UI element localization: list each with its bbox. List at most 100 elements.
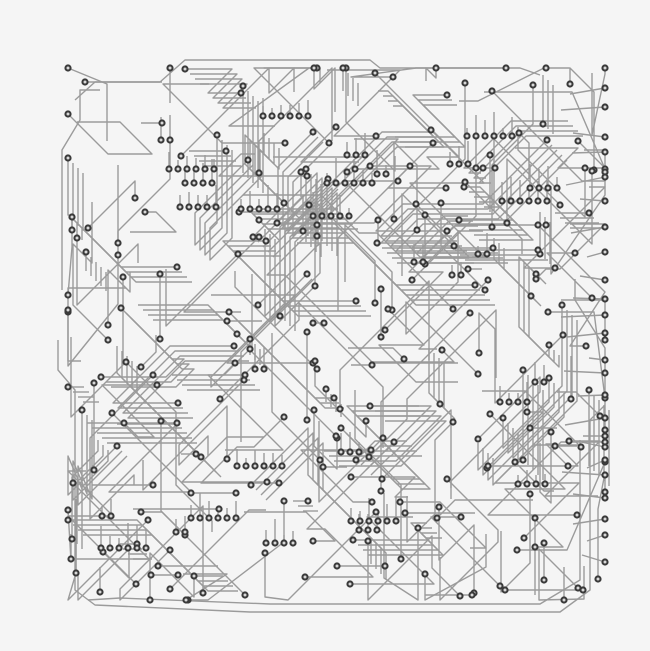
solder-pad (72, 569, 80, 577)
circuit-trace (345, 68, 396, 172)
solder-pad (484, 462, 492, 470)
solder-pad (449, 305, 457, 313)
solder-pad (261, 549, 269, 557)
circuit-trace (367, 535, 461, 601)
circuit-trace (70, 277, 124, 418)
solder-pad (371, 299, 379, 307)
solder-pad (64, 506, 72, 514)
circuit-trace (492, 320, 578, 486)
solder-pad (601, 438, 609, 446)
solder-pad (383, 517, 391, 525)
solder-pad (90, 379, 98, 387)
circuit-trace (380, 144, 553, 237)
circuit-trace (365, 450, 417, 471)
circuit-trace (339, 280, 430, 409)
solder-pad (543, 197, 551, 205)
solder-pad (120, 419, 128, 427)
circuit-trace (57, 340, 606, 613)
solder-pad (352, 456, 360, 464)
solder-pad (232, 514, 240, 522)
solder-pad (542, 221, 550, 229)
circuit-trace (234, 271, 318, 370)
solder-pad (173, 263, 181, 271)
solder-pad (513, 546, 521, 554)
solder-pad (461, 79, 469, 87)
circuit-trace (74, 59, 541, 101)
solder-pad (484, 276, 492, 284)
circuit-trace (354, 390, 402, 559)
circuit-trace (142, 405, 228, 491)
circuit-trace (484, 91, 606, 170)
solder-pad (311, 282, 319, 290)
solder-pad (192, 450, 200, 458)
solder-pad (141, 208, 149, 216)
solder-pad (365, 453, 373, 461)
solder-pad (68, 226, 76, 234)
solder-pad (81, 78, 89, 86)
circuit-trace (160, 421, 246, 596)
circuit-trace (244, 511, 336, 542)
solder-pad (397, 555, 405, 563)
solder-pad (588, 294, 596, 302)
solder-pad (601, 248, 609, 256)
solder-pad (96, 588, 104, 596)
circuit-trace (535, 223, 606, 280)
circuit-trace (165, 253, 239, 327)
solder-pad (461, 178, 469, 186)
solder-pad (239, 82, 247, 90)
solder-pad (166, 136, 174, 144)
solder-pad (481, 286, 489, 294)
circuit-trace (284, 183, 334, 321)
solder-pad (113, 442, 121, 450)
solder-pad (457, 271, 465, 279)
solder-pad (421, 570, 429, 578)
solder-pad (364, 526, 372, 534)
solder-pad (339, 64, 347, 72)
circuit-trace (560, 314, 606, 318)
solder-pad (194, 203, 202, 211)
solder-pad (523, 398, 531, 406)
solder-pad (313, 365, 321, 373)
circuit-trace (117, 138, 171, 255)
solder-pad (349, 536, 357, 544)
solder-pad (505, 398, 513, 406)
solder-pad (472, 164, 480, 172)
solder-pad (271, 539, 279, 547)
solder-pad (601, 276, 609, 284)
solder-pad (436, 400, 444, 408)
solder-pad (234, 250, 242, 258)
circuit-trace (211, 294, 313, 364)
solder-pad (114, 251, 122, 259)
solder-pad (303, 270, 311, 278)
solder-pad (585, 209, 593, 217)
solder-pad (394, 177, 402, 185)
solder-pad (156, 270, 164, 278)
circuit-trace (426, 230, 508, 264)
solder-pad (277, 112, 285, 120)
circuit-trace (67, 312, 81, 362)
circuit-trace (405, 230, 479, 375)
solder-pad (233, 462, 241, 470)
solder-pad (525, 197, 533, 205)
circuit-trace (438, 507, 475, 593)
solder-pad (543, 136, 551, 144)
solder-pad (419, 258, 427, 266)
solder-pad (216, 395, 224, 403)
solder-pad (322, 385, 330, 393)
solder-pad (581, 164, 589, 172)
solder-pad (438, 346, 446, 354)
solder-pad (255, 233, 263, 241)
solder-pad (499, 132, 507, 140)
solder-pad (511, 458, 519, 466)
circuit-trace (515, 140, 606, 169)
solder-pad (289, 539, 297, 547)
circuit-trace (544, 440, 601, 497)
solder-pad (255, 169, 263, 177)
circuit-trace (112, 345, 234, 404)
solder-pad (540, 378, 548, 386)
solder-pad (601, 426, 609, 434)
solder-pad (601, 356, 609, 364)
circuit-trace (436, 499, 533, 519)
solder-pad (174, 165, 182, 173)
solder-pad (310, 64, 318, 72)
